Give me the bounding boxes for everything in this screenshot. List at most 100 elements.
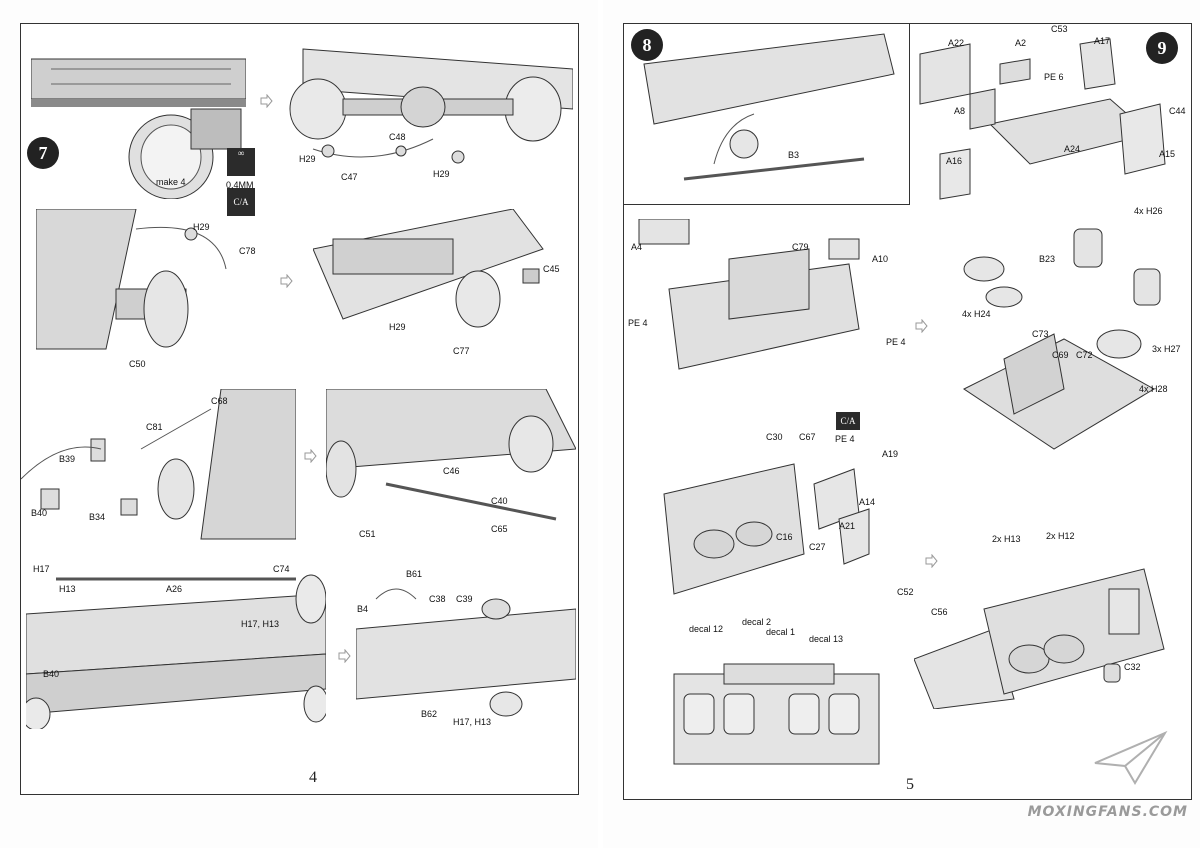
label-b40b: B40 (43, 669, 60, 679)
next-arrow-icon (925, 554, 938, 568)
steering-linkage-illustration (21, 389, 296, 540)
label-c45: C45 (543, 264, 560, 274)
label-h24: 4x H24 (962, 309, 991, 319)
label-c16: C16 (776, 532, 793, 542)
label-a17: A17 (1094, 36, 1111, 46)
label-c78: C78 (239, 246, 256, 256)
label-a14: A14 (859, 497, 876, 507)
label-a22: A22 (948, 38, 965, 48)
right-page-frame: 8 B3 9 A22 A2 C53 A17 PE 6 A8 C44 A24 A1… (623, 23, 1192, 800)
step7-panel-d (313, 209, 573, 359)
left-page-frame: 7 ∞ C/A make 4 0,4MM H29 C47 C48 H29 (20, 23, 579, 795)
seats-illustration (963, 228, 1161, 450)
next-arrow-icon (260, 94, 273, 108)
label-a8: A8 (954, 106, 966, 116)
label-h29a: H29 (299, 154, 316, 164)
right-page: 8 B3 9 A22 A2 C53 A17 PE 6 A8 C44 A24 A1… (603, 0, 1200, 848)
step7-panel-g (26, 564, 326, 729)
axle-detail-illustration (313, 209, 544, 328)
label-decal13: decal 13 (809, 634, 844, 644)
step9-panel-c (944, 219, 1189, 479)
step-number-7: 7 (27, 137, 59, 169)
label-c32: C32 (1124, 662, 1141, 672)
next-arrow-icon (280, 274, 293, 288)
label-h27: 3x H27 (1152, 344, 1181, 354)
chassis-step8-illustration (643, 33, 895, 181)
step7-panel-c (36, 209, 286, 369)
page-number-right: 5 (906, 776, 914, 793)
step-number-8: 8 (631, 29, 663, 61)
label-b23: B23 (1039, 254, 1056, 264)
label-h13a: H13 (59, 584, 76, 594)
label-h28: 4x H28 (1139, 384, 1168, 394)
cab-assembled-illustration (914, 568, 1165, 709)
label-pe4b: PE 4 (886, 337, 906, 347)
label-decal12: decal 12 (689, 624, 724, 634)
step7-panel-h (356, 569, 576, 739)
label-pe6: PE 6 (1044, 72, 1064, 82)
label-b34: B34 (89, 512, 106, 522)
step9-panel-b (629, 219, 889, 379)
label-h29b: H29 (433, 169, 450, 179)
chassis-wheel-illustration (31, 58, 246, 199)
label-a15: A15 (1159, 149, 1176, 159)
label-c81: C81 (146, 422, 163, 432)
ca-badge: C/A (227, 188, 255, 216)
label-b4: B4 (357, 604, 369, 614)
label-mm: 0,4MM (226, 180, 254, 190)
label-c74: C74 (273, 564, 290, 574)
label-b62: B62 (421, 709, 438, 719)
next-arrow-icon (338, 649, 351, 663)
label-c44: C44 (1169, 106, 1186, 116)
cab-floor-illustration (919, 38, 1166, 200)
cab-body-illustration (638, 219, 860, 370)
cab-interior-illustration (663, 463, 870, 595)
label-c73: C73 (1032, 329, 1049, 339)
label-a24: A24 (1064, 144, 1081, 154)
label-c51: C51 (359, 529, 376, 539)
ca-badge: C/A (836, 412, 860, 430)
step7-panel-a (31, 39, 246, 199)
label-h29c: H29 (193, 222, 210, 232)
step7-panel-f (326, 389, 576, 544)
page-number-left: 4 (309, 769, 317, 786)
label-h12: 2x H12 (1046, 531, 1075, 541)
label-c46: C46 (443, 466, 460, 476)
label-b39: B39 (59, 454, 76, 464)
label-h26: 4x H26 (1134, 206, 1163, 216)
label-b3: B3 (788, 150, 800, 160)
label-c68: C68 (211, 396, 228, 406)
label-pe4a: PE 4 (628, 318, 648, 328)
label-a19: A19 (882, 449, 899, 459)
step9-panel (910, 24, 1191, 204)
watermark-text: MOXINGFANS.COM (1027, 804, 1188, 820)
label-c72: C72 (1076, 350, 1093, 360)
cab-decal-illustration (673, 663, 880, 765)
label-h17h13a: H17, H13 (241, 619, 280, 629)
step7-panel-b (283, 39, 573, 189)
label-c69: C69 (1052, 350, 1069, 360)
label-c52: C52 (897, 587, 914, 597)
label-c38: C38 (429, 594, 446, 604)
label-c53: C53 (1051, 24, 1068, 34)
chassis-frame-illustration (26, 574, 326, 729)
label-a4: A4 (631, 242, 643, 252)
step7-panel-e (21, 389, 296, 549)
label-a2: A2 (1015, 38, 1027, 48)
label-make4: make 4 (156, 177, 186, 187)
rear-axle-illustration (289, 48, 573, 164)
label-pe4c: PE 4 (835, 434, 855, 444)
next-arrow-icon (304, 449, 317, 463)
label-c79: C79 (792, 242, 809, 252)
next-arrow-icon (915, 319, 928, 333)
step-number-9: 9 (1146, 32, 1178, 64)
driveshaft-illustration (326, 389, 576, 521)
decal-placement-panel (664, 654, 889, 794)
label-b40a: B40 (31, 508, 48, 518)
label-c67: C67 (799, 432, 816, 442)
label-c65: C65 (491, 524, 508, 534)
label-h17h13b: H17, H13 (453, 717, 492, 727)
label-c39: C39 (456, 594, 473, 604)
label-c56: C56 (931, 607, 948, 617)
label-h29d: H29 (389, 322, 406, 332)
